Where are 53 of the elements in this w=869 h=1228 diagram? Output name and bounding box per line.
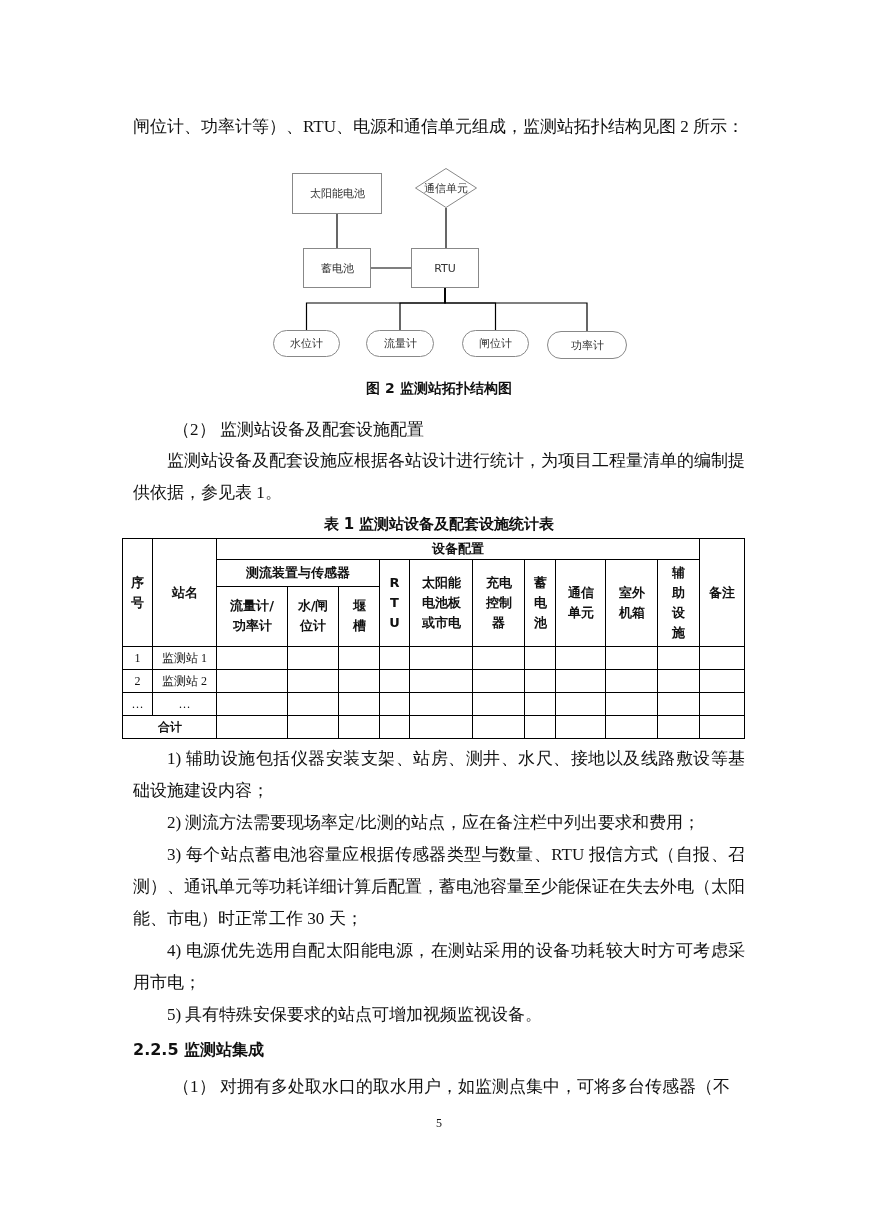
header-cell: 室外机箱	[605, 559, 658, 647]
node-label: 通信单元	[424, 180, 468, 196]
table-title: 表 1 监测站设备及配套设施统计表	[322, 514, 556, 535]
header-cell: RTU	[379, 559, 410, 647]
body-text: 闸位计、功率计等）、RTU、电源和通信单元组成，监测站拓扑结构见图 2 所示：	[133, 116, 745, 138]
rounded-box	[273, 330, 340, 357]
header-cell: 备注	[699, 538, 745, 647]
table-cell: 1	[122, 646, 153, 670]
table-cell: …	[152, 692, 217, 716]
table-cell: 监测站 1	[152, 646, 217, 670]
figure-caption: 图 2 监测站拓扑结构图	[365, 379, 513, 398]
rounded-box	[547, 331, 627, 359]
section-heading: （2） 监测站设备及配套设施配置	[172, 419, 425, 441]
list-item: 2) 测流方法需要现场率定/比测的站点，应在备注栏中列出要求和费用；	[166, 812, 702, 834]
body-text: 监测站设备及配套设施应根据各站设计进行统计，为项目工程量清单的编制提供依据，参见表 1。	[133, 450, 745, 504]
body-text: （1） 对拥有多处取水口的取水用户，如监测点集中，可将多台传感器（不	[172, 1076, 731, 1098]
header-cell: 充电控制器	[472, 559, 525, 647]
header-cell: 测流装置与传感器	[216, 559, 380, 587]
rect-box	[292, 173, 382, 214]
header-cell: 通信单元	[555, 559, 606, 647]
node-label: 闸位计	[479, 336, 512, 351]
list-item: 1) 辅助设施包括仪器安装支架、站房、测井、水尺、接地以及线路敷设等基础设施建设内容；	[133, 748, 745, 802]
list-item: 5) 具有特殊安保要求的站点可增加视频监视设备。	[166, 1004, 544, 1026]
section-heading: 2.2.5 监测站集成	[133, 1039, 266, 1061]
connector-line	[336, 213, 338, 249]
header-cell: 序号	[122, 538, 153, 647]
rect-box	[411, 248, 479, 288]
header-cell: 太阳能电池板或市电	[409, 559, 473, 647]
connector-line	[370, 267, 412, 269]
node-label: 太阳能电池	[309, 186, 365, 201]
rect-box	[303, 248, 371, 288]
header-cell: 水/闸位计	[287, 586, 339, 647]
rounded-box	[462, 330, 529, 357]
node-label: RTU	[434, 261, 456, 275]
node-label: 水位计	[290, 336, 323, 351]
table-cell: …	[122, 692, 153, 716]
table-cell: 合计	[122, 715, 217, 739]
node-label: 蓄电池	[320, 260, 354, 276]
node-label: 流量计	[383, 336, 417, 351]
header-cell: 站名	[152, 538, 217, 647]
table-cell: 2	[122, 669, 153, 693]
decision-diamond	[415, 168, 477, 208]
page-number: 5	[435, 1115, 443, 1132]
rounded-box	[366, 330, 434, 357]
connector-line	[444, 287, 588, 332]
header-cell: 设备配置	[216, 538, 700, 560]
header-cell: 蓄电池	[524, 559, 556, 647]
node-label: 功率计	[570, 337, 604, 353]
connector-line	[445, 207, 447, 249]
list-item: 3) 每个站点蓄电池容量应根据传感器类型与数量、RTU 报信方式（自报、召测）、通讯单元等功耗详细计算后配置，蓄电池容量至少能保证在失去外电（太阳能、市电）时正常工作 30 天；	[133, 844, 745, 930]
header-cell: 流量计/功率计	[216, 586, 288, 647]
list-item: 4) 电源优先选用自配太阳能电源，在测站采用的设备功耗较大时方可考虑采用市电；	[133, 940, 745, 994]
table-cell: 监测站 2	[152, 669, 217, 693]
